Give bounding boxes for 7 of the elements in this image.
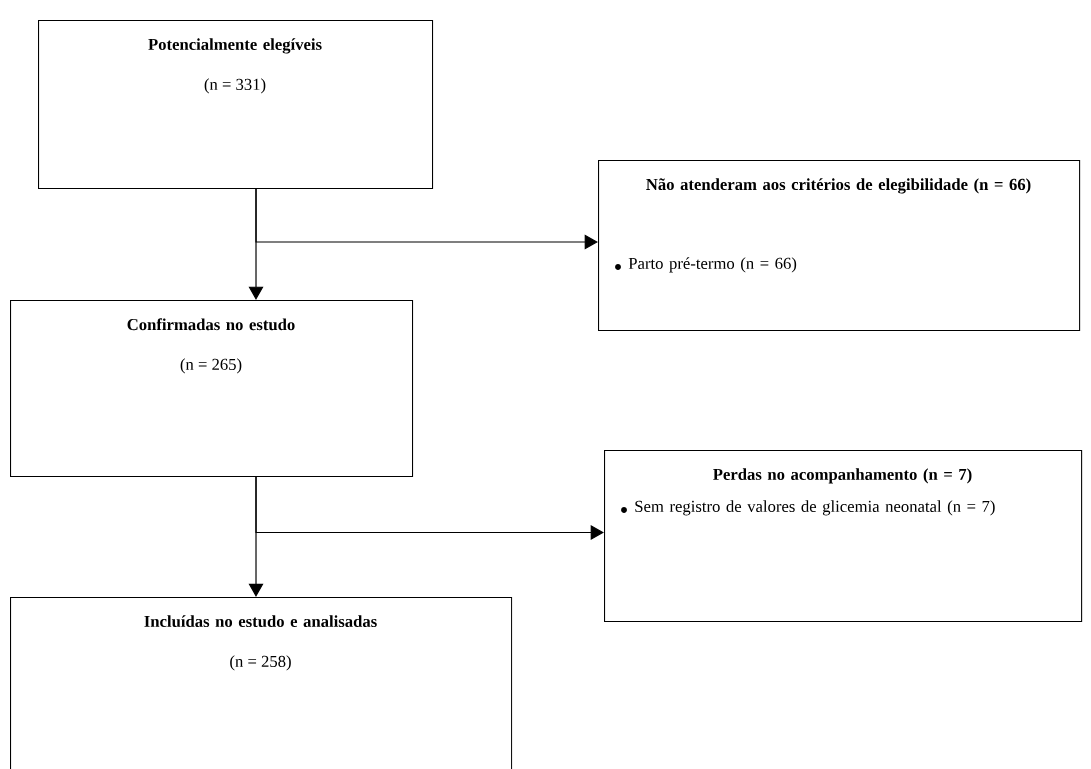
bullet-text: Parto pré-termo (n = 66)	[628, 257, 797, 273]
bullet-text: Sem registro de valores de glicemia neonatal (n = 7)	[635, 500, 995, 516]
arrow	[255, 475, 604, 540]
flow-box: Confirmadas no estudo (n = 265)	[10, 300, 414, 478]
flow-box: Incluídas no estudo e analisadas (n = 258)	[10, 597, 513, 769]
arrow	[255, 187, 598, 250]
flow-box: Potencialmente elegíveis (n = 331)	[38, 20, 434, 190]
